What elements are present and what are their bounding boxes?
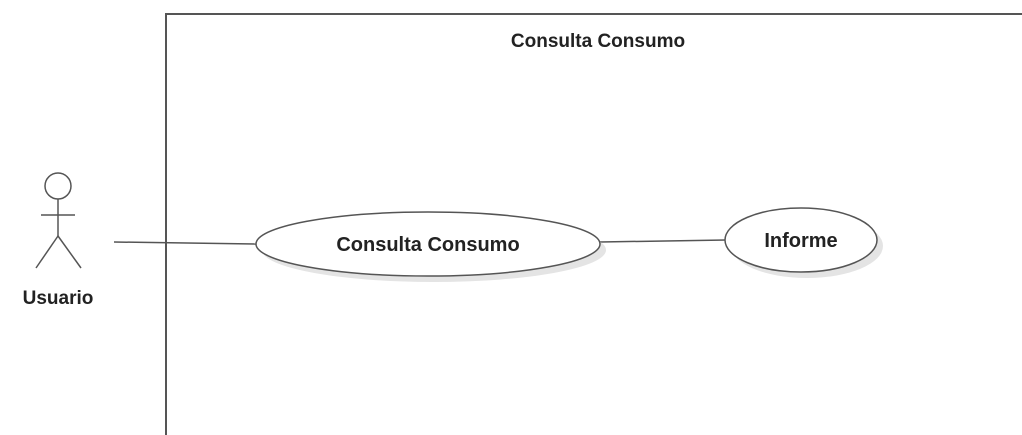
system-boundary-frame bbox=[165, 13, 1022, 435]
use-case-informe[interactable]: Informe bbox=[724, 207, 883, 278]
use-case-ellipse bbox=[724, 207, 878, 273]
use-case-ellipse bbox=[255, 211, 601, 277]
association-line-actor-consulta bbox=[113, 241, 258, 245]
stick-figure-icon bbox=[35, 172, 82, 269]
association-line-consulta-informe bbox=[599, 239, 727, 243]
actor-usuario[interactable]: Usuario bbox=[23, 172, 94, 309]
use-case-consulta-consumo[interactable]: Consulta Consumo bbox=[255, 211, 606, 282]
system-boundary[interactable]: Consulta Consumo bbox=[165, 13, 1022, 435]
actor-label: Usuario bbox=[23, 288, 94, 309]
use-case-label: Informe bbox=[764, 230, 837, 252]
system-boundary-title: Consulta Consumo bbox=[511, 31, 685, 52]
use-case-label: Consulta Consumo bbox=[336, 234, 519, 256]
